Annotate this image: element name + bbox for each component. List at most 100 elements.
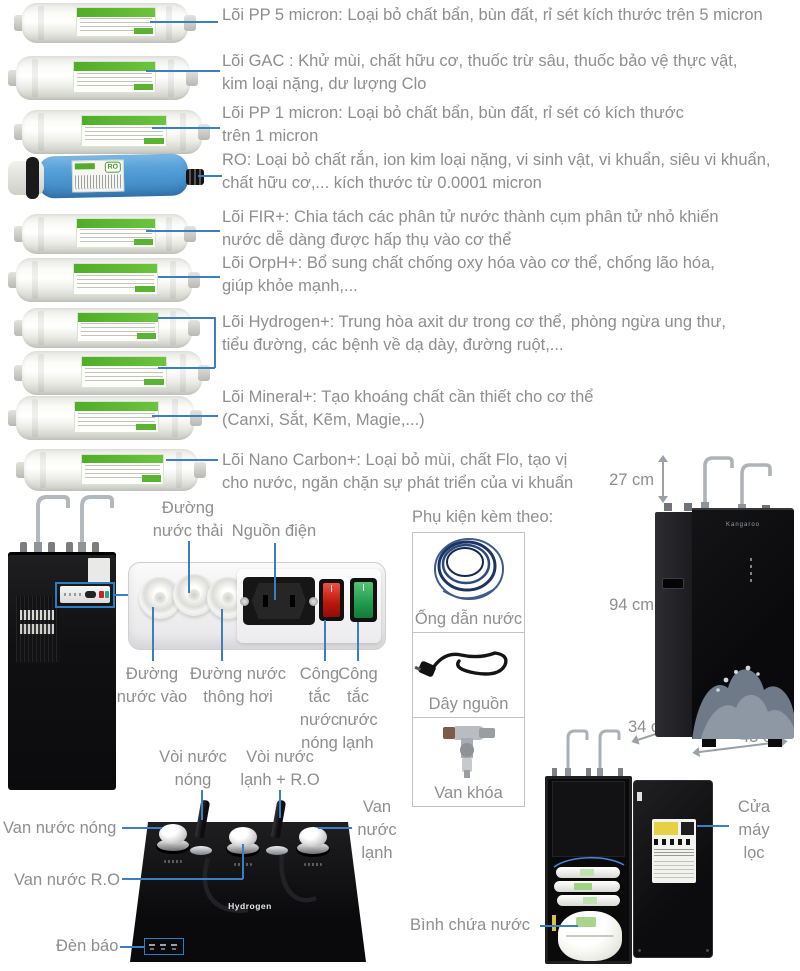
accessories-title: Phụ kiện kèm theo: bbox=[412, 508, 554, 526]
machine-back-photo bbox=[8, 552, 116, 790]
control-panel-highlight-box bbox=[55, 582, 115, 608]
connector-line bbox=[357, 622, 359, 661]
gooseneck-faucets-photo bbox=[565, 729, 621, 778]
connector-line bbox=[188, 541, 190, 593]
inner-tube bbox=[553, 856, 625, 868]
label-door: Cửa máy lọc bbox=[737, 798, 771, 862]
filter-desc-fir: Lõi FIR+: Chia tách các phân tử nước thà… bbox=[222, 208, 719, 249]
filter-desc-pp1: Lõi PP 1 micron: Loại bỏ chất bẩn, bùn đ… bbox=[222, 104, 684, 145]
connector-line bbox=[540, 925, 578, 927]
filter-photo-gac bbox=[8, 56, 198, 100]
cold-valve-knob bbox=[296, 827, 330, 857]
accessory-box-cord: Dây nguồn bbox=[412, 632, 525, 718]
top-fitting bbox=[586, 768, 591, 777]
faucet-base bbox=[190, 846, 212, 855]
connector-line bbox=[120, 946, 144, 948]
connector-line bbox=[146, 230, 220, 232]
cold-water-switch bbox=[350, 578, 377, 622]
sticker-yellow-block bbox=[654, 822, 678, 835]
connector-line bbox=[152, 415, 218, 417]
label-waste-water: Đường nước thải bbox=[152, 499, 224, 540]
accessory-box-tube: Ống dẫn nước bbox=[412, 532, 525, 633]
cartridge-label bbox=[75, 7, 156, 37]
connector-line bbox=[198, 175, 222, 177]
indicator-lights-highlight-box bbox=[144, 938, 184, 955]
connector-line bbox=[146, 70, 220, 72]
inner-filter bbox=[557, 895, 620, 906]
connector-line bbox=[279, 790, 281, 818]
label-cold-ro-faucet: Vòi nước lạnh + R.O bbox=[240, 748, 320, 789]
accessory-label: Van khóa bbox=[434, 784, 503, 802]
cabinet-front-face: Kangaroo bbox=[692, 508, 794, 739]
door-sticker bbox=[652, 819, 696, 883]
filter-photo-orph bbox=[8, 258, 200, 302]
label-hot-valve: Van nước nóng bbox=[3, 819, 117, 837]
filter-desc-mineral: Lõi Mineral+: Tạo khoáng chất cần thiết … bbox=[222, 388, 594, 429]
dim-spout-height: 27 cm bbox=[609, 471, 654, 489]
filter-photo-pp1 bbox=[14, 110, 210, 154]
surface-logo: Hydrogen bbox=[228, 901, 272, 911]
inner-filter bbox=[554, 881, 620, 892]
filter-photo-mineral bbox=[8, 396, 202, 440]
connector-line bbox=[324, 620, 326, 661]
top-fitting bbox=[664, 503, 672, 511]
top-fitting bbox=[618, 768, 623, 777]
hot-water-switch bbox=[319, 579, 344, 621]
label-water-inlet: Đường nước vào bbox=[116, 665, 188, 706]
machine-barcode bbox=[20, 610, 54, 620]
filter-desc-ro: RO: Loại bỏ chất rắn, ion kim loại nặng,… bbox=[222, 151, 771, 192]
connector-line bbox=[221, 609, 223, 661]
top-view-photo: Hydrogen bbox=[130, 799, 370, 964]
connector-line bbox=[158, 367, 215, 369]
filter-desc-nano-carbon: Lõi Nano Carbon+: Loại bỏ mùi, chất Flo,… bbox=[222, 451, 574, 492]
filter-photo-pp5 bbox=[14, 3, 196, 43]
ro-label: RO bbox=[71, 159, 125, 193]
door-hinge bbox=[637, 792, 642, 801]
connector-line bbox=[158, 276, 220, 278]
machine-barcode bbox=[20, 624, 54, 634]
water-tank-photo bbox=[558, 911, 622, 961]
ro-outlet-nipple bbox=[186, 169, 204, 185]
sticker-dark-block bbox=[681, 822, 694, 835]
label-indicator: Đèn báo bbox=[56, 937, 119, 955]
shutoff-valve-icon bbox=[443, 726, 495, 778]
filter-photo-hydrogen-1 bbox=[14, 308, 200, 348]
cabinet-foot bbox=[768, 739, 782, 747]
connector-line bbox=[318, 827, 352, 829]
top-fitting bbox=[684, 503, 692, 511]
gooseneck-faucets-photo bbox=[701, 456, 772, 514]
faucet-base bbox=[266, 846, 288, 855]
label-hot-switch: Công tắc nước nóng bbox=[299, 665, 340, 752]
ro-badge: RO bbox=[104, 161, 121, 173]
connector-line bbox=[122, 878, 243, 880]
label-vent: Đường nước thông hơi bbox=[189, 665, 286, 706]
connector-line bbox=[152, 607, 154, 661]
accessory-label: Ống dẫn nước bbox=[414, 610, 523, 628]
connector-line bbox=[201, 790, 203, 820]
filter-photo-fir bbox=[14, 214, 196, 254]
cabinet-photo: Kangaroo bbox=[650, 450, 795, 750]
inner-yellow-tube bbox=[552, 915, 556, 931]
cabinet-foot bbox=[702, 739, 716, 747]
cabinet-side-face bbox=[655, 512, 692, 737]
top-fitting bbox=[92, 542, 99, 554]
gooseneck-faucets-photo bbox=[34, 495, 114, 556]
connector-bracket bbox=[214, 317, 216, 368]
filter-photo-ro-membrane: RO bbox=[8, 153, 204, 201]
connector-line bbox=[152, 127, 220, 129]
connector-line bbox=[158, 317, 215, 319]
open-cabinet-door-photo bbox=[633, 780, 713, 958]
inner-filter bbox=[556, 867, 620, 878]
connector-line bbox=[166, 459, 218, 461]
back-panel-photo bbox=[128, 562, 386, 650]
inner-top-panel bbox=[552, 781, 625, 857]
filter-desc-hydrogen: Lõi Hydrogen+: Trung hòa axit dư trong c… bbox=[222, 313, 726, 354]
filter-desc-gac: Lõi GAC : Khử mùi, chất hữu cơ, thuốc tr… bbox=[222, 52, 738, 93]
water-tube-icon bbox=[434, 538, 504, 600]
top-fitting bbox=[20, 542, 27, 554]
connector-line bbox=[242, 844, 244, 879]
accessory-box-valve: Van khóa bbox=[412, 717, 525, 807]
filter-photo-hydrogen-2 bbox=[14, 351, 210, 395]
machine-control-strip bbox=[60, 586, 110, 603]
accessory-label: Dây nguồn bbox=[428, 695, 509, 713]
